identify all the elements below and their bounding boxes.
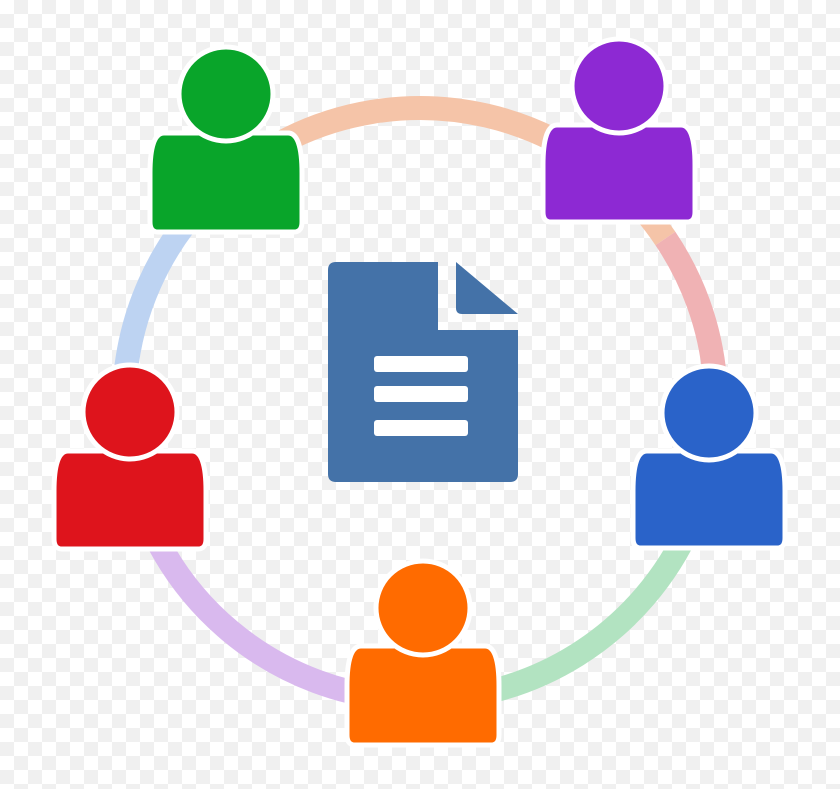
person-head xyxy=(176,44,276,144)
person-icon-orange xyxy=(344,558,502,748)
people-group xyxy=(51,36,788,748)
person-head xyxy=(659,363,759,463)
document-text-line xyxy=(374,386,468,402)
person-icon-green xyxy=(147,44,305,235)
person-body xyxy=(51,448,209,552)
document-text-line xyxy=(374,420,468,436)
document-corner-fold xyxy=(456,262,518,314)
person-body xyxy=(147,130,305,235)
person-icon-red xyxy=(51,362,209,552)
person-head xyxy=(80,362,180,462)
person-icon-blue xyxy=(630,363,788,551)
document-icon xyxy=(328,262,518,482)
document-text-line xyxy=(374,356,468,372)
person-icon-purple xyxy=(540,36,698,225)
person-body xyxy=(630,448,788,551)
person-body xyxy=(540,122,698,225)
person-head xyxy=(569,36,669,136)
person-head xyxy=(373,558,473,658)
person-body xyxy=(344,643,502,748)
